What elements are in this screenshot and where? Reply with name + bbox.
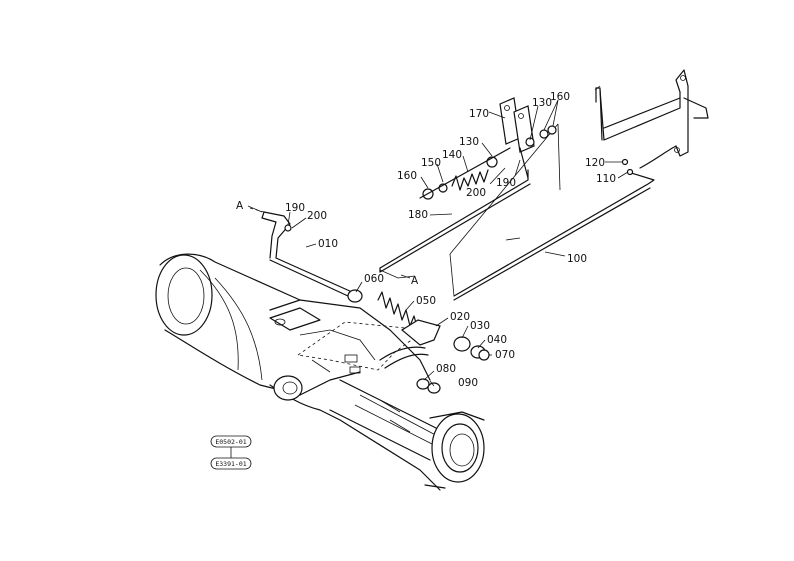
label-040: 040 xyxy=(487,334,507,346)
rod-100 xyxy=(449,123,655,301)
collar-060 xyxy=(347,289,363,303)
label-190-left: 190 xyxy=(285,202,305,214)
label-080: 080 xyxy=(436,363,456,375)
label-010: 010 xyxy=(318,238,338,250)
label-170: 170 xyxy=(469,108,489,120)
spring-140 xyxy=(419,147,511,200)
stamp-e0502: E0502-01 xyxy=(215,438,246,446)
spring-050 xyxy=(377,291,419,331)
label-030: 030 xyxy=(470,320,490,332)
label-200-left: 200 xyxy=(307,210,327,222)
label-130-lower: 130 xyxy=(459,136,479,148)
label-150: 150 xyxy=(421,157,441,169)
label-060: 060 xyxy=(364,273,384,285)
label-050: 050 xyxy=(416,295,436,307)
label-120: 120 xyxy=(585,157,605,169)
label-140: 140 xyxy=(442,149,462,161)
label-070: 070 xyxy=(495,349,515,361)
label-130-upper: 130 xyxy=(532,97,552,109)
lever-010 xyxy=(249,207,353,297)
label-ref-a-left: A xyxy=(236,200,244,212)
rod-180 xyxy=(379,169,531,279)
label-110: 110 xyxy=(596,173,616,185)
label-190-right: 190 xyxy=(496,177,516,189)
label-090: 090 xyxy=(458,377,478,389)
part-labels: 010 020 030 040 050 060 070 080 090 100 … xyxy=(236,91,616,389)
bracket-170 xyxy=(499,97,557,179)
label-200-right: 200 xyxy=(466,187,486,199)
label-020: 020 xyxy=(450,311,470,323)
bolt-080 xyxy=(416,378,441,394)
label-100: 100 xyxy=(567,253,587,265)
label-160-right: 160 xyxy=(550,91,570,103)
fork-020 xyxy=(379,319,441,369)
drawing-stamps: E0502-01 E3391-01 xyxy=(210,435,252,470)
label-ref-a-right: A xyxy=(411,275,419,287)
stamp-e3391: E3391-01 xyxy=(215,460,246,468)
axle-housing xyxy=(155,253,485,491)
label-160-left: 160 xyxy=(397,170,417,182)
label-180: 180 xyxy=(408,209,428,221)
part-070 xyxy=(478,349,490,361)
frame-right xyxy=(594,69,709,176)
part-030 xyxy=(453,336,471,352)
leader-lines xyxy=(247,99,629,387)
